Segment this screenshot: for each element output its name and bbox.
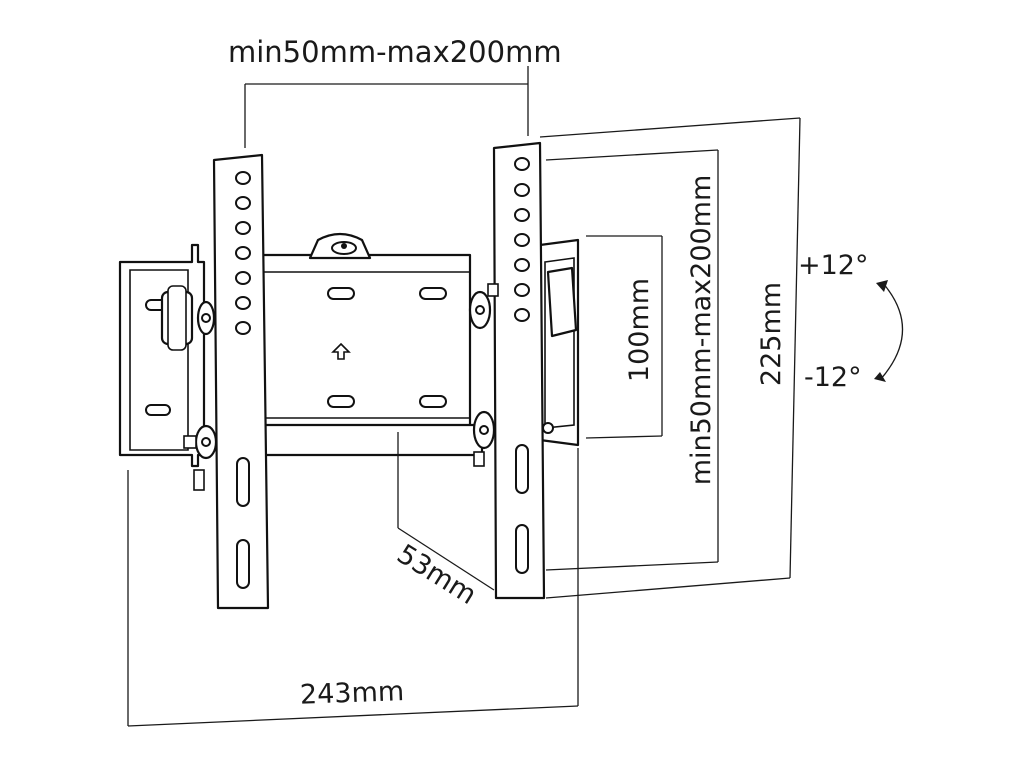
vesa-horizontal-label: min50mm-max200mm <box>228 35 562 69</box>
plate-slot-2 <box>419 287 447 300</box>
plate-slot-4 <box>419 395 447 408</box>
vesa-vertical-label: min50mm-max200mm <box>686 175 717 486</box>
right-arm-hole-3 <box>514 208 530 222</box>
right-arm-slot-1 <box>515 444 529 494</box>
left-arm-slot-2 <box>236 539 250 589</box>
wall-plate <box>118 243 206 468</box>
right-arm <box>492 141 546 600</box>
depth-label: 53mm <box>391 539 481 611</box>
right-arm-hole-1 <box>514 157 530 171</box>
left-arm-hole-3 <box>235 221 251 235</box>
tilt-up-label: +12° <box>798 250 868 281</box>
bolt-right-bottom <box>472 410 496 467</box>
left-arm-hole-2 <box>235 196 251 210</box>
left-arm-hole-4 <box>235 246 251 260</box>
left-arm-hole-5 <box>235 271 251 285</box>
left-arm-hole-7 <box>235 321 251 335</box>
right-arm-hole-4 <box>514 233 530 247</box>
left-arm-slot-1 <box>236 457 250 507</box>
tilt-arc-icon <box>879 281 904 381</box>
center-plate <box>260 232 484 457</box>
wall-plate-slot-bottom <box>145 404 171 416</box>
right-arm-hole-2 <box>514 183 530 197</box>
right-arm-slot-2 <box>515 524 529 574</box>
bolt-right-top <box>468 283 499 330</box>
arm-height-label: 225mm <box>756 282 787 386</box>
right-arm-hole-6 <box>514 283 530 297</box>
tilt-knob-left <box>160 285 216 351</box>
left-arm-hole-6 <box>235 296 251 310</box>
width-label: 243mm <box>299 676 404 711</box>
right-arm-hole-5 <box>514 258 530 272</box>
dimension-lines <box>127 66 904 727</box>
plate-slot-3 <box>327 395 355 408</box>
left-arm-hole-1 <box>235 171 251 185</box>
left-arm <box>212 153 270 610</box>
wall-plate-height-label: 100mm <box>624 278 655 382</box>
plate-slot-1 <box>327 287 355 300</box>
bolt-left-bottom <box>183 424 218 491</box>
tilt-down-label: -12° <box>804 362 862 393</box>
right-tilt-bracket <box>538 238 580 447</box>
right-arm-hole-7 <box>514 308 530 322</box>
up-arrow-icon <box>331 342 351 360</box>
